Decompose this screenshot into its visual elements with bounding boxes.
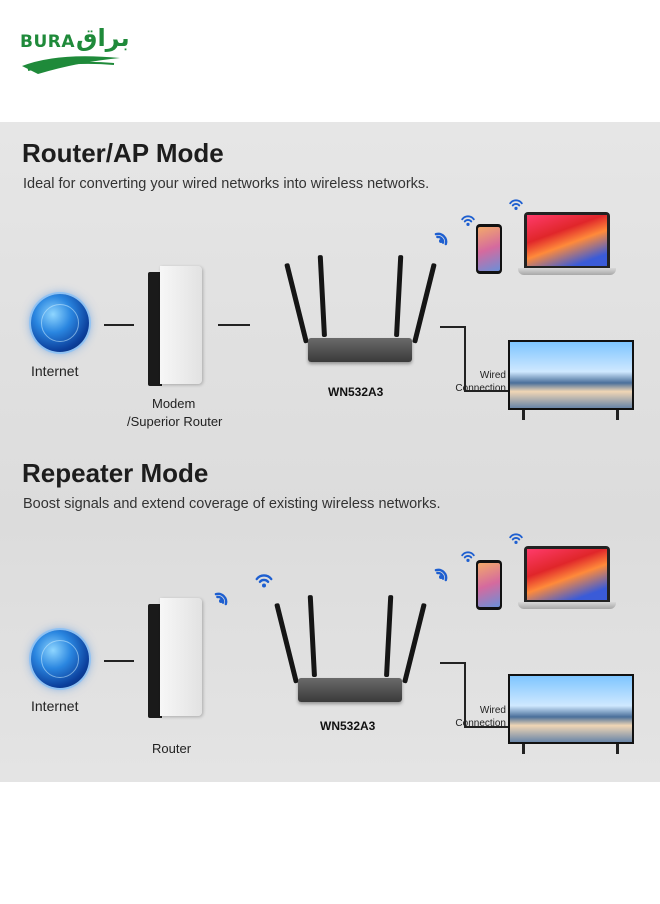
connector-line xyxy=(440,662,466,664)
router-mode-subtitle: Ideal for converting your wired networks… xyxy=(23,176,430,192)
wifi-icon xyxy=(214,592,228,606)
internet-label: Internet xyxy=(31,363,79,379)
wifi-icon xyxy=(434,568,448,582)
connector-line xyxy=(464,662,466,728)
globe-icon xyxy=(31,630,89,688)
tv-icon xyxy=(508,340,634,420)
brand-arabic: براق xyxy=(76,24,130,52)
modem-label: Modem xyxy=(152,396,196,411)
router-icon xyxy=(274,594,427,720)
brand-logo: BURA براق xyxy=(18,22,130,78)
laptop-icon xyxy=(518,546,616,616)
internet-label: Internet xyxy=(31,698,79,714)
wifi-icon xyxy=(509,533,523,544)
repeater-mode-title: Repeater Mode xyxy=(22,458,209,488)
modem-sublabel: /Superior Router xyxy=(127,414,223,429)
brand-swoosh-icon xyxy=(22,56,120,74)
wifi-icon xyxy=(461,215,475,226)
tv-icon xyxy=(508,674,634,754)
connector-line xyxy=(464,726,508,728)
wifi-icon xyxy=(255,574,273,588)
router-mode-title: Router/AP Mode xyxy=(22,138,224,168)
laptop-icon xyxy=(518,212,616,282)
globe-icon xyxy=(31,294,89,352)
wifi-icon xyxy=(509,199,523,210)
router-label: Router xyxy=(152,741,192,756)
connector-line xyxy=(218,324,250,326)
connector-line xyxy=(464,390,508,392)
wifi-icon xyxy=(461,551,475,562)
router-device-icon xyxy=(148,598,202,718)
phone-icon xyxy=(476,224,502,274)
connector-line xyxy=(104,324,134,326)
router-model-label: WN532A3 xyxy=(328,385,384,399)
phone-icon xyxy=(476,560,502,610)
brand-latin: BURA xyxy=(20,32,76,52)
connector-line xyxy=(464,326,466,392)
repeater-mode-subtitle: Boost signals and extend coverage of exi… xyxy=(23,496,441,512)
connector-line xyxy=(440,326,466,328)
modem-icon xyxy=(148,266,202,386)
router-icon xyxy=(284,254,437,380)
router-model-label: WN532A3 xyxy=(320,719,376,733)
wifi-icon xyxy=(434,232,448,246)
connector-line xyxy=(104,660,134,662)
